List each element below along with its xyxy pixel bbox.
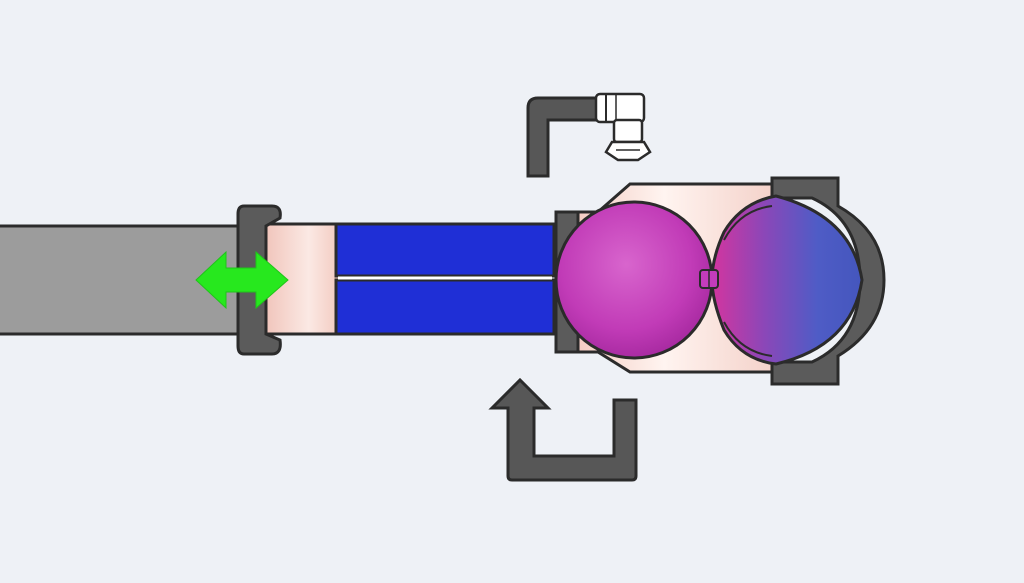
valve-seat — [710, 194, 864, 366]
elbow-bracket — [526, 96, 602, 178]
ball — [554, 200, 714, 360]
seat-rim — [723, 205, 773, 357]
motion-arrow-icon — [195, 250, 289, 310]
piston-lower — [334, 278, 556, 336]
u-turn-arrow-icon — [488, 377, 638, 482]
piston-upper — [334, 222, 556, 278]
elbow-connector-icon — [594, 92, 652, 162]
